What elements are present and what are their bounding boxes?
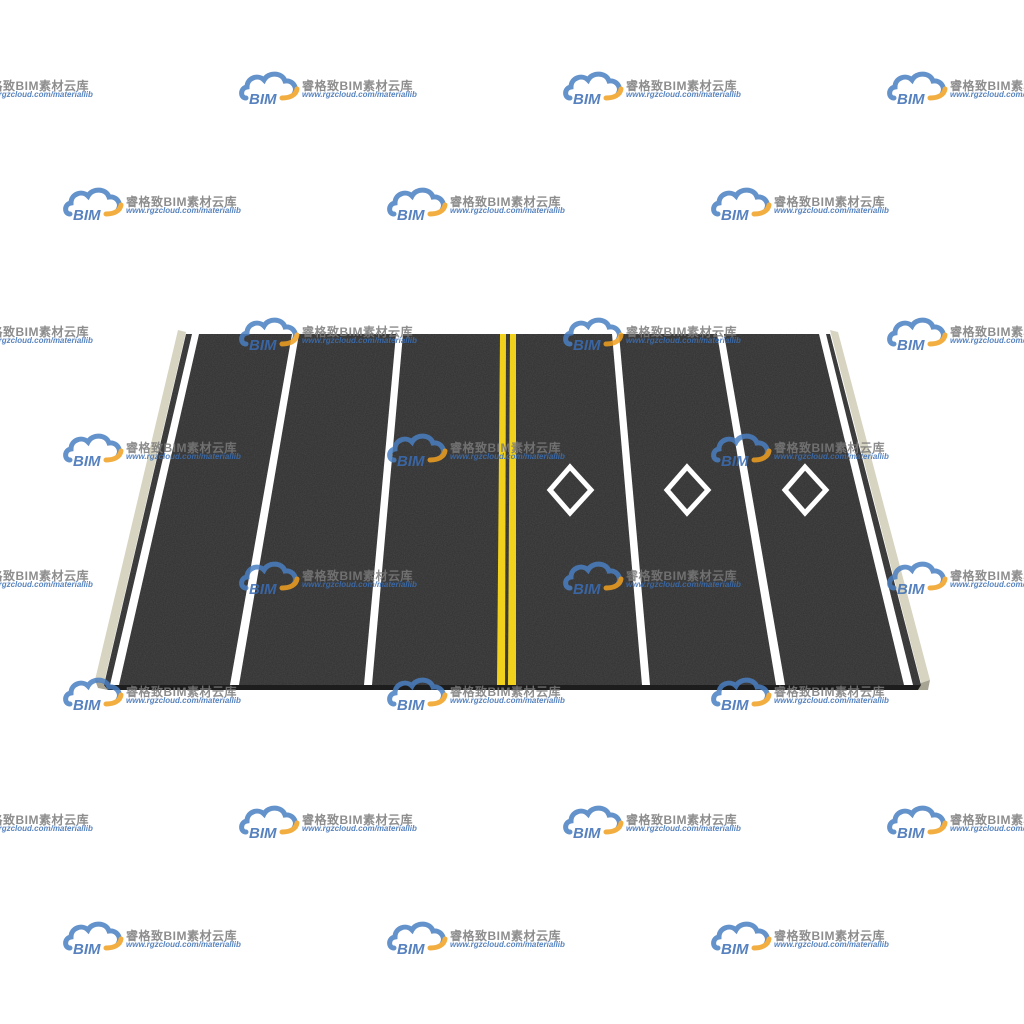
diamond-lane-marking-3	[781, 463, 830, 517]
diamond-lane-marking-2	[663, 463, 712, 517]
right-curb-side	[918, 680, 930, 690]
edge-line-right	[819, 334, 913, 685]
left-curb	[95, 330, 186, 683]
diamond-lane-marking-1	[546, 463, 595, 517]
road-front-edge	[104, 685, 921, 690]
right-curb	[830, 330, 930, 683]
center-line-left	[497, 334, 506, 685]
center-line-right	[508, 334, 516, 685]
lane-line-3	[612, 334, 650, 685]
lane-line-4	[717, 334, 785, 685]
lane-line-2	[364, 334, 403, 685]
lane-line-1	[230, 334, 299, 685]
edge-line-left	[110, 334, 199, 685]
